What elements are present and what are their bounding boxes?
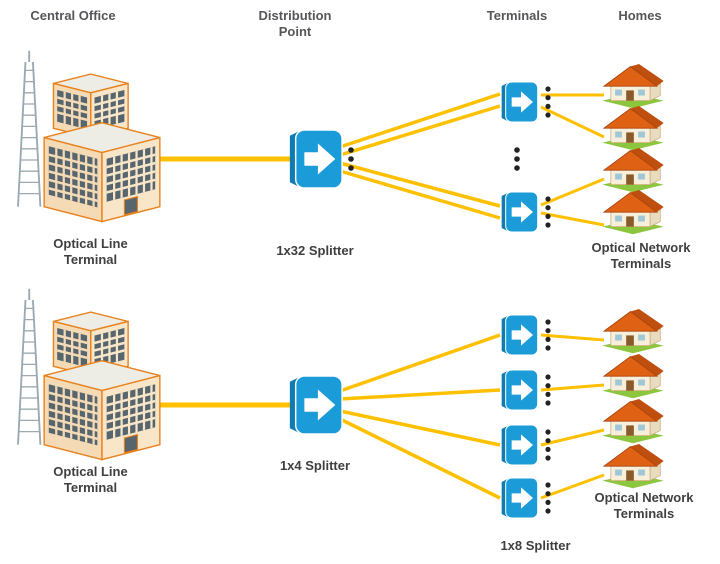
more-drops-ellipsis-icon (545, 482, 551, 514)
top-pon-section (16, 49, 665, 235)
splitter-1x8-icon (501, 314, 539, 356)
fiber-drop-lines-bottom (540, 333, 605, 500)
home-icon (601, 148, 665, 193)
bottom-pon-section (16, 287, 665, 519)
more-outputs-ellipsis-icon (348, 147, 354, 171)
splitter-1x8-icon (501, 477, 539, 519)
home-icon (601, 64, 665, 109)
ont-label-top: Optical Network Terminals (591, 240, 691, 272)
olt-label-top: Optical Line Terminal (53, 236, 128, 268)
home-icon (601, 399, 665, 444)
more-terminals-ellipsis-icon (514, 147, 520, 171)
splitter-1x4-icon (289, 375, 343, 435)
splitter-1x8-icon (501, 424, 539, 466)
home-icon (601, 354, 665, 399)
splitter-1x8-icon (501, 369, 539, 411)
more-drops-ellipsis-icon (545, 86, 551, 118)
column-header-terminals: Terminals (486, 8, 548, 23)
terminal-splitter-icon (501, 81, 539, 123)
home-icon (601, 444, 665, 489)
home-icon (601, 309, 665, 354)
fiber-drop-lines-top (540, 93, 605, 227)
splitter-1x32-icon (289, 129, 343, 189)
splitter-1x4-label: 1x4 Splitter (279, 458, 351, 473)
home-icon (601, 106, 665, 151)
olt-label-bottom: Optical Line Terminal (53, 464, 128, 496)
central-office-building-icon (16, 49, 162, 223)
column-header-distribution-point: Distribution Point (258, 8, 332, 40)
fiber-distribution-lines-bottom (339, 333, 501, 500)
column-header-central-office: Central Office (30, 8, 116, 23)
ont-label-bottom: Optical Network Terminals (594, 490, 694, 522)
splitter-1x8-label: 1x8 Splitter (500, 538, 571, 553)
central-office-building-icon (16, 287, 162, 461)
terminal-splitter-icon (501, 191, 539, 233)
column-header-homes: Homes (618, 8, 662, 23)
home-icon (601, 190, 665, 235)
fiber-distribution-lines-top (339, 92, 501, 220)
splitter-1x32-label: 1x32 Splitter (276, 243, 354, 258)
